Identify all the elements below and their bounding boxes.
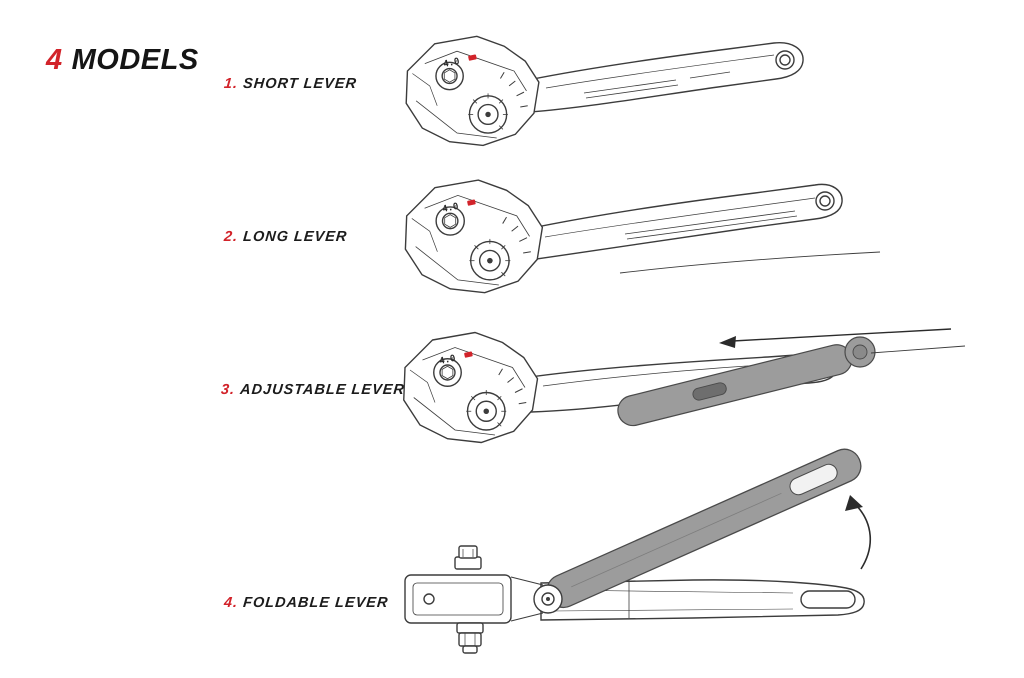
model-text: SHORT LEVER xyxy=(242,76,358,92)
foldable-lever-body xyxy=(541,580,864,620)
fold-direction-arrow-icon xyxy=(845,495,870,569)
title-number: 4 xyxy=(46,44,63,76)
model-label-foldable-lever: 4.FOLDABLE LEVER xyxy=(223,595,389,611)
adjust-direction-arrow-icon xyxy=(719,329,965,353)
adjuster-marking: 4.0 xyxy=(439,354,457,367)
adjustable-blade-shaded xyxy=(615,337,875,429)
short-lever-blade xyxy=(528,43,803,112)
lever-perch xyxy=(404,179,544,294)
brand-mark xyxy=(468,54,477,61)
brand-mark xyxy=(467,199,476,206)
lever-perch xyxy=(402,331,539,444)
adjustable-lever-illustration: 4.0 xyxy=(402,312,973,444)
lever-perch xyxy=(405,35,540,147)
adjuster-marking: 4.0 xyxy=(443,57,461,70)
model-text: LONG LEVER xyxy=(242,229,349,245)
model-text: FOLDABLE LEVER xyxy=(242,595,390,611)
model-label-short-lever: 1.SHORT LEVER xyxy=(223,76,357,92)
adjuster-marking: 4.0 xyxy=(442,202,460,215)
model-number: 4. xyxy=(223,595,239,611)
model-number: 2. xyxy=(223,229,239,245)
title-text: MODELS xyxy=(71,44,199,76)
model-number: 1. xyxy=(223,76,239,92)
brand-mark xyxy=(464,351,473,358)
short-lever-illustration: 4.0 xyxy=(405,35,828,147)
long-lever-illustration: 4.0 xyxy=(404,179,890,294)
foldable-lever-illustration xyxy=(393,445,898,667)
long-lever-blade xyxy=(527,184,880,273)
model-number: 3. xyxy=(220,382,236,398)
model-label-long-lever: 2.LONG LEVER xyxy=(223,229,348,245)
pivot-bracket xyxy=(405,546,562,653)
